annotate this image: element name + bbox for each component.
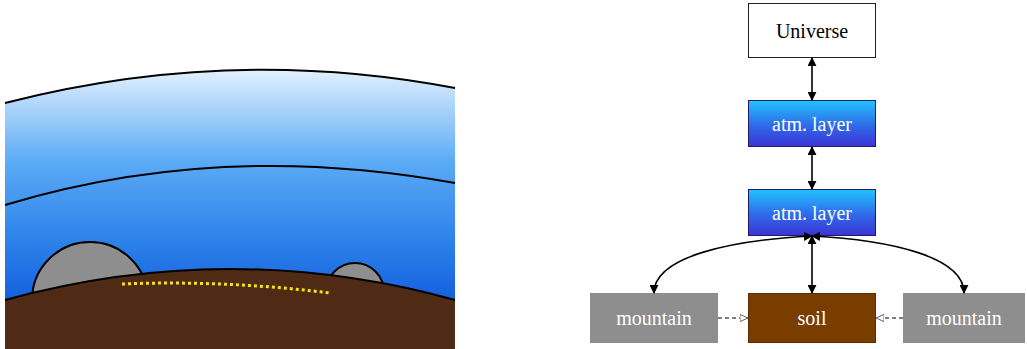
atmosphere-boundary [5, 166, 455, 205]
soil-box: soil [748, 293, 876, 343]
atmosphere-box: atm. layer [748, 189, 876, 236]
connector-arrow [654, 236, 812, 293]
node-label: atm. layer [772, 113, 852, 135]
atmosphere-boundary [5, 70, 455, 103]
mountain-box: mountain [903, 293, 1025, 343]
node-label: mountain [926, 307, 1002, 329]
node-label: atm. layer [772, 202, 852, 224]
node-label: mountain [616, 307, 692, 329]
connector-arrow [811, 58, 813, 100]
node-label: Universe [776, 20, 848, 42]
soil-ground [5, 269, 455, 349]
earth-illustration [0, 0, 460, 349]
mountain-box: mountain [590, 293, 718, 343]
connector-arrow [811, 236, 813, 293]
surface-line [122, 283, 330, 293]
node-label: soil [798, 307, 827, 329]
universe-box: Universe [748, 3, 876, 58]
atmosphere-box: atm. layer [748, 100, 876, 147]
dashed-arrow [876, 317, 903, 318]
dashed-arrow [718, 317, 748, 318]
connector-arrow [811, 147, 813, 189]
sky [5, 70, 455, 349]
connector-arrow [812, 236, 964, 293]
ground-line [5, 269, 455, 300]
